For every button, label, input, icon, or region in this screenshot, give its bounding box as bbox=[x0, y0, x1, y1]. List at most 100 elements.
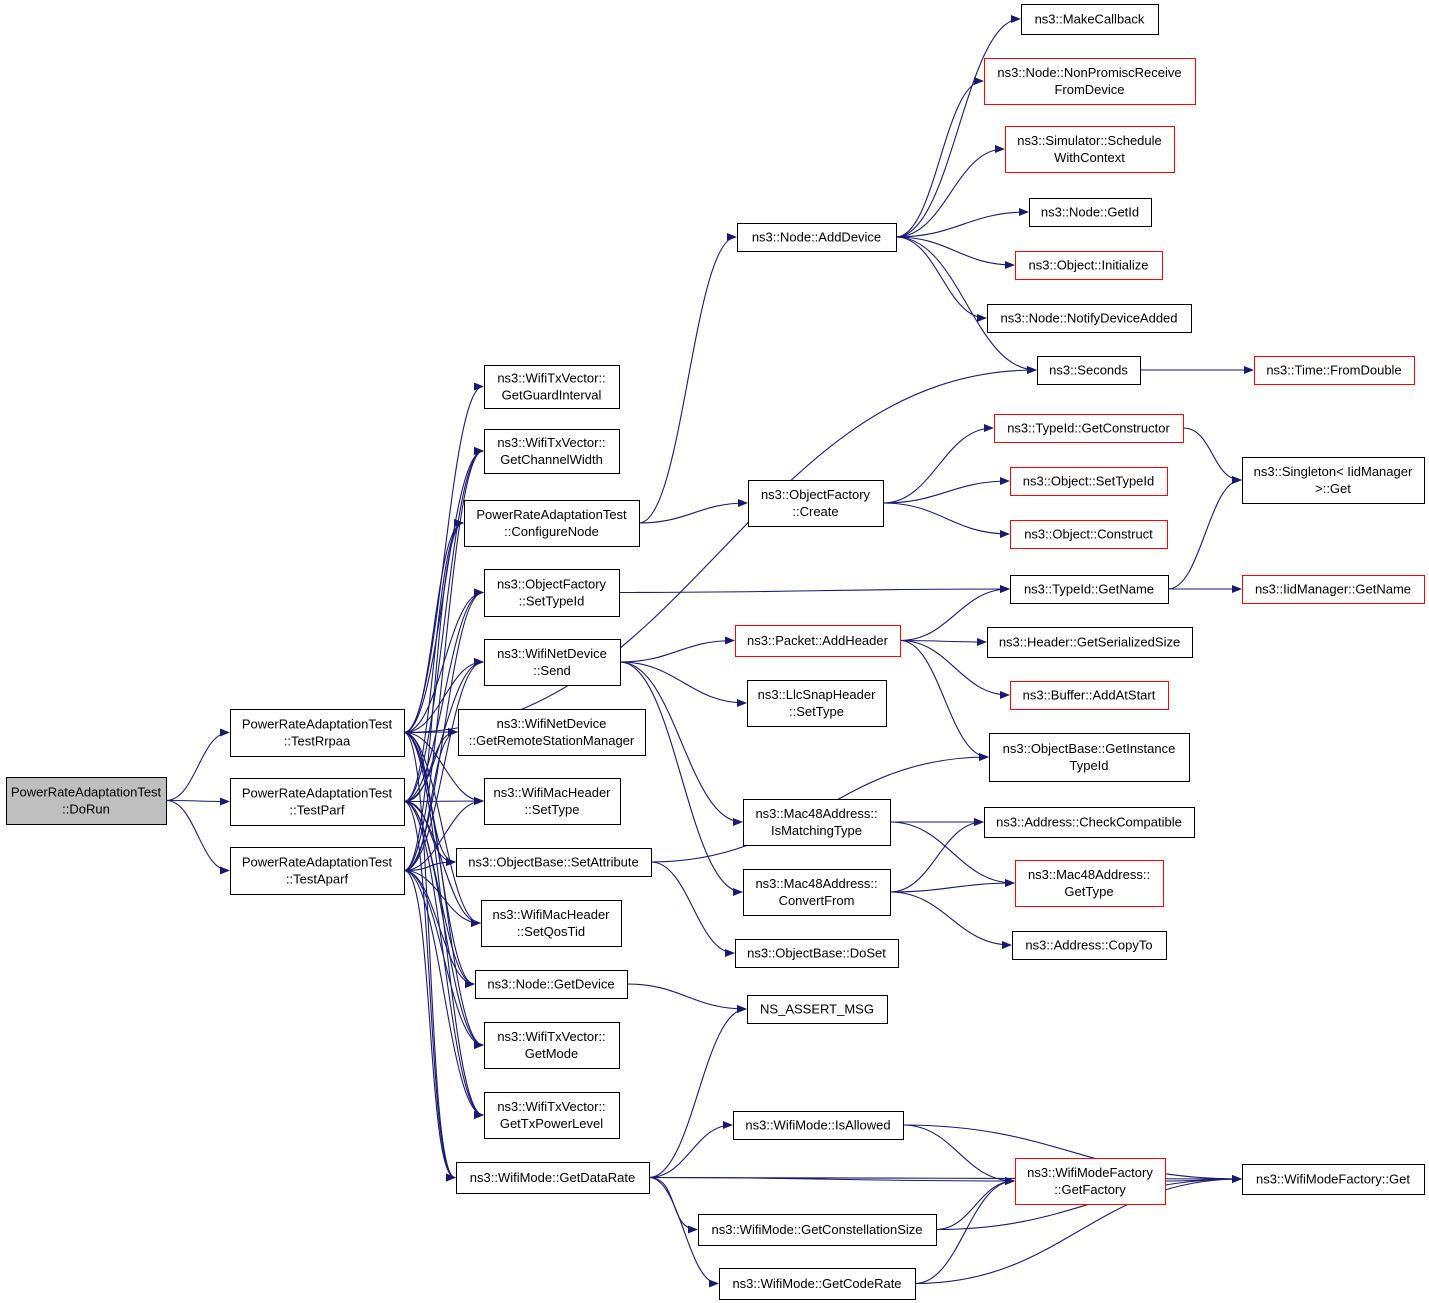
node-label: ns3::IidManager::GetName bbox=[1255, 582, 1411, 597]
node-label: ::Send bbox=[533, 663, 571, 678]
edge-line bbox=[403, 731, 481, 927]
node-objsettypeid[interactable]: ns3::Object::SetTypeId bbox=[1010, 467, 1168, 496]
node-getcoderate[interactable]: ns3::WifiMode::GetCodeRate bbox=[719, 1268, 916, 1300]
node-label: ns3::WifiMode::GetDataRate bbox=[470, 1170, 635, 1185]
edge-testaparf-to-configure bbox=[403, 519, 464, 872]
node-label: ns3::ObjectFactory bbox=[761, 487, 871, 502]
node-testaparf[interactable]: PowerRateAdaptationTest::TestAparf bbox=[230, 847, 405, 895]
node-adddevice[interactable]: ns3::Node::AddDevice bbox=[737, 223, 897, 252]
node-getremote[interactable]: ns3::WifiNetDevice::GetRemoteStationMana… bbox=[458, 709, 646, 756]
node-llcsettype[interactable]: ns3::LlcSnapHeader::SetType bbox=[747, 680, 887, 727]
node-copyto[interactable]: ns3::Address::CopyTo bbox=[1012, 931, 1167, 960]
edge-testrrpaa-to-getguard bbox=[403, 382, 484, 734]
node-settype[interactable]: ns3::WifiMacHeader::SetType bbox=[484, 778, 621, 825]
node-box bbox=[484, 1092, 620, 1139]
node-doset[interactable]: ns3::ObjectBase::DoSet bbox=[735, 939, 899, 968]
node-seconds[interactable]: ns3::Seconds bbox=[1037, 356, 1141, 385]
node-label: ns3::WifiTxVector:: bbox=[497, 435, 605, 450]
node-setattr[interactable]: ns3::ObjectBase::SetAttribute bbox=[456, 848, 652, 877]
node-getchannel[interactable]: ns3::WifiTxVector::GetChannelWidth bbox=[484, 429, 620, 474]
node-getfactory[interactable]: ns3::WifiModeFactory::GetFactory bbox=[1015, 1158, 1166, 1205]
node-box bbox=[230, 847, 405, 895]
node-label: ns3::WifiNetDevice bbox=[497, 646, 607, 661]
node-getmode[interactable]: ns3::WifiTxVector::GetMode bbox=[484, 1022, 620, 1069]
node-dorun[interactable]: PowerRateAdaptationTest::DoRun bbox=[6, 777, 167, 825]
node-box bbox=[456, 848, 652, 877]
node-getguard[interactable]: ns3::WifiTxVector::GetGuardInterval bbox=[484, 365, 620, 409]
node-serialized[interactable]: ns3::Header::GetSerializedSize bbox=[987, 627, 1193, 658]
node-label: ns3::ObjectBase::DoSet bbox=[747, 946, 886, 961]
edge-dorun-to-testaparf bbox=[165, 799, 230, 875]
edge-line bbox=[403, 869, 456, 1182]
node-getconstructor[interactable]: ns3::TypeId::GetConstructor bbox=[994, 414, 1184, 443]
node-box bbox=[735, 625, 901, 657]
edge-testparf-to-setqos bbox=[403, 800, 481, 927]
node-makecallback[interactable]: ns3::MakeCallback bbox=[1021, 4, 1159, 35]
node-nodegetid[interactable]: ns3::Node::GetId bbox=[1029, 198, 1152, 227]
node-gettxpower[interactable]: ns3::WifiTxVector::GetTxPowerLevel bbox=[484, 1092, 620, 1139]
node-singleton[interactable]: ns3::Singleton< IidManager>::Get bbox=[1242, 457, 1425, 504]
node-settypeid[interactable]: ns3::ObjectFactory::SetTypeId bbox=[484, 569, 620, 617]
node-ismatching[interactable]: ns3::Mac48Address::IsMatchingType bbox=[743, 799, 891, 846]
node-macgettype[interactable]: ns3::Mac48Address::GetType bbox=[1015, 860, 1164, 907]
node-label: WithContext bbox=[1054, 150, 1125, 165]
node-box bbox=[984, 807, 1195, 838]
node-label: ns3::WifiMacHeader bbox=[493, 785, 611, 800]
node-typeidgetname[interactable]: ns3::TypeId::GetName bbox=[1010, 575, 1169, 604]
edge-testrrpaa-to-getdatarate bbox=[403, 731, 456, 1182]
node-getdatarate[interactable]: ns3::WifiMode::GetDataRate bbox=[456, 1162, 650, 1194]
node-assert[interactable]: NS_ASSERT_MSG bbox=[747, 995, 888, 1024]
node-label: ns3::ObjectBase::SetAttribute bbox=[468, 855, 639, 870]
edge-getcoderate-to-getfactory bbox=[914, 1177, 1015, 1285]
node-box bbox=[719, 1268, 916, 1300]
node-create[interactable]: ns3::ObjectFactory::Create bbox=[748, 480, 884, 527]
node-fromdouble[interactable]: ns3::Time::FromDouble bbox=[1254, 356, 1415, 385]
node-label: ns3::TypeId::GetConstructor bbox=[1007, 421, 1170, 436]
node-label: PowerRateAdaptationTest bbox=[242, 786, 393, 801]
node-box bbox=[1015, 860, 1164, 907]
edge-line bbox=[403, 869, 484, 1119]
edge-line bbox=[638, 499, 748, 524]
node-box bbox=[1010, 575, 1169, 604]
node-label: ns3::WifiTxVector:: bbox=[497, 1029, 605, 1044]
node-label: ::GetRemoteStationManager bbox=[469, 733, 635, 748]
node-label: ns3::Singleton< IidManager bbox=[1254, 464, 1413, 479]
node-addheader[interactable]: ns3::Packet::AddHeader bbox=[735, 625, 901, 657]
edge-send-to-llcsettype bbox=[619, 661, 747, 707]
node-testrrpaa[interactable]: PowerRateAdaptationTest::TestRrpaa bbox=[230, 709, 405, 757]
node-construct[interactable]: ns3::Object::Construct bbox=[1010, 520, 1168, 549]
node-label: ns3::Node::NotifyDeviceAdded bbox=[1000, 311, 1177, 326]
node-box bbox=[484, 429, 620, 474]
node-setqos[interactable]: ns3::WifiMacHeader::SetQosTid bbox=[481, 900, 622, 947]
node-getdevice[interactable]: ns3::Node::GetDevice bbox=[475, 970, 628, 999]
node-testparf[interactable]: PowerRateAdaptationTest::TestParf bbox=[230, 778, 405, 826]
node-getconst[interactable]: ns3::WifiMode::GetConstellationSize bbox=[698, 1214, 937, 1246]
node-label: TypeId bbox=[1069, 758, 1108, 773]
node-addatstart[interactable]: ns3::Buffer::AddAtStart bbox=[1010, 681, 1169, 710]
edge-typeidgetname-to-singleton bbox=[1167, 476, 1242, 590]
edge-line bbox=[650, 861, 735, 957]
edge-testaparf-to-getremote bbox=[403, 728, 458, 872]
edge-line bbox=[648, 1121, 733, 1179]
node-label: ns3::WifiMacHeader bbox=[492, 907, 610, 922]
edge-line bbox=[1164, 1175, 1242, 1184]
node-configure[interactable]: PowerRateAdaptationTest::ConfigureNode bbox=[464, 500, 640, 547]
edge-line bbox=[403, 731, 484, 1049]
node-isallowed[interactable]: ns3::WifiMode::IsAllowed bbox=[733, 1111, 904, 1140]
node-iidgetname[interactable]: ns3::IidManager::GetName bbox=[1242, 575, 1425, 604]
node-send[interactable]: ns3::WifiNetDevice::Send bbox=[484, 639, 621, 686]
node-notify[interactable]: ns3::Node::NotifyDeviceAdded bbox=[987, 304, 1192, 333]
node-checkcompat[interactable]: ns3::Address::CheckCompatible bbox=[984, 807, 1195, 838]
edge-getconst-to-getfactory bbox=[935, 1177, 1015, 1231]
node-initialize[interactable]: ns3::Object::Initialize bbox=[1015, 251, 1163, 280]
edge-create-to-objsettypeid bbox=[882, 477, 1010, 504]
node-label: ::TestParf bbox=[290, 803, 345, 818]
node-factoryget[interactable]: ns3::WifiModeFactory::Get bbox=[1242, 1164, 1425, 1195]
node-label: ns3::TypeId::GetName bbox=[1024, 582, 1154, 597]
node-label: ::TestAparf bbox=[286, 872, 349, 887]
node-label: ::Create bbox=[792, 504, 838, 519]
node-convertfrom[interactable]: ns3::Mac48Address::ConvertFrom bbox=[743, 869, 891, 916]
